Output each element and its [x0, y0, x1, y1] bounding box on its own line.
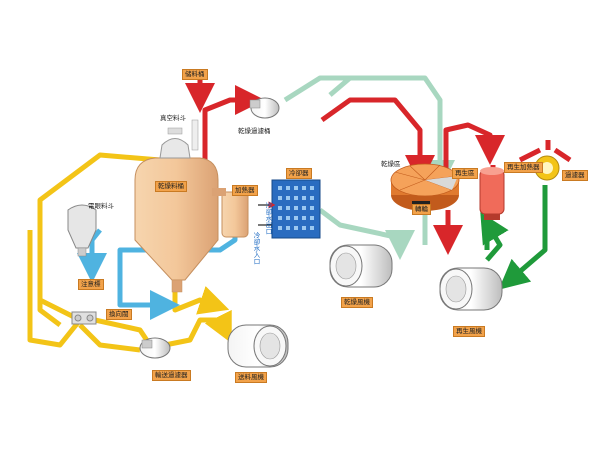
conveying-filter-unit	[139, 337, 171, 359]
label-rotor: 轉輪	[412, 204, 431, 215]
label-cooler: 冷卻器	[286, 168, 312, 179]
label-conveying-blower: 送料風機	[235, 372, 267, 383]
regen-heater-cylinder	[479, 167, 505, 220]
label-dry-zone: 乾燥區	[381, 160, 401, 168]
label-regen-blower: 再生風機	[453, 326, 485, 337]
label-heater: 加熱器	[232, 185, 258, 196]
label-conveying-filter: 輸送過濾器	[152, 370, 191, 381]
conveying-blower-unit	[227, 324, 289, 368]
regen-blower-unit	[439, 267, 503, 311]
label-dry-blower: 乾燥風機	[341, 297, 373, 308]
dry-filter-unit	[249, 97, 280, 119]
label-electric-hopper: 電眼料斗	[88, 202, 114, 210]
dry-blower-unit	[329, 244, 393, 288]
hot-air-line	[185, 80, 572, 255]
label-regen-heater: 再生加熱器	[504, 162, 543, 173]
electric-hopper-unit	[67, 204, 97, 257]
label-regen-zone: 再生區	[452, 168, 478, 179]
label-dry-filter: 乾燥過濾桶	[238, 127, 271, 135]
label-vacuum-hopper: 真空料斗	[160, 114, 186, 122]
label-regen-filter: 過濾器	[562, 170, 588, 181]
label-cooling-water-in: 冷卻水入口	[252, 232, 260, 265]
switch-valve-unit	[71, 311, 97, 325]
regen-air-line	[480, 185, 548, 290]
label-raw-hopper: 储料桶	[182, 69, 208, 80]
label-dryer-hopper: 乾燥料桶	[155, 181, 187, 192]
label-alarm: 注意標	[78, 279, 104, 290]
cooler-unit	[258, 179, 321, 239]
label-switch-valve: 換向閥	[106, 309, 132, 320]
return-air-line	[283, 75, 455, 260]
label-cooling-water-out: 冷卻水出口	[264, 202, 272, 235]
